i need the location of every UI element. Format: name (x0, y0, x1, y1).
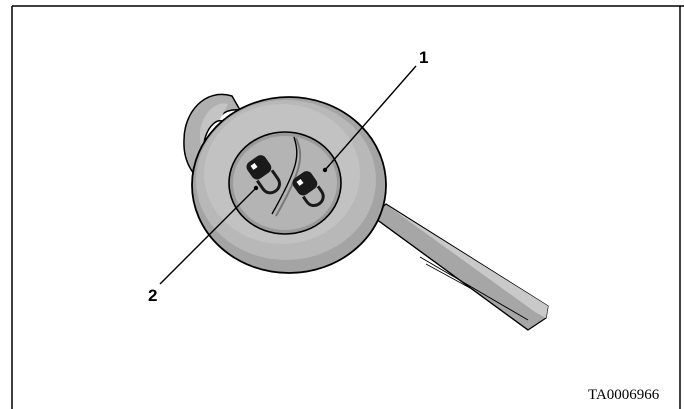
figure-id-label: TA0006966 (588, 387, 660, 403)
leader-dot-1 (322, 167, 328, 173)
key-fob-body (191, 96, 387, 274)
callout-label-2: 2 (148, 286, 158, 305)
leader-line-2 (159, 187, 257, 285)
lock-button-icon[interactable] (244, 153, 284, 198)
leader-line-1 (324, 65, 417, 171)
leader-lines (159, 65, 417, 285)
unlock-button-icon[interactable] (290, 169, 328, 210)
callout-label-1: 1 (419, 48, 429, 67)
leader-dot-2 (253, 185, 259, 191)
frame-border (11, 5, 684, 409)
key-blade (371, 203, 549, 331)
